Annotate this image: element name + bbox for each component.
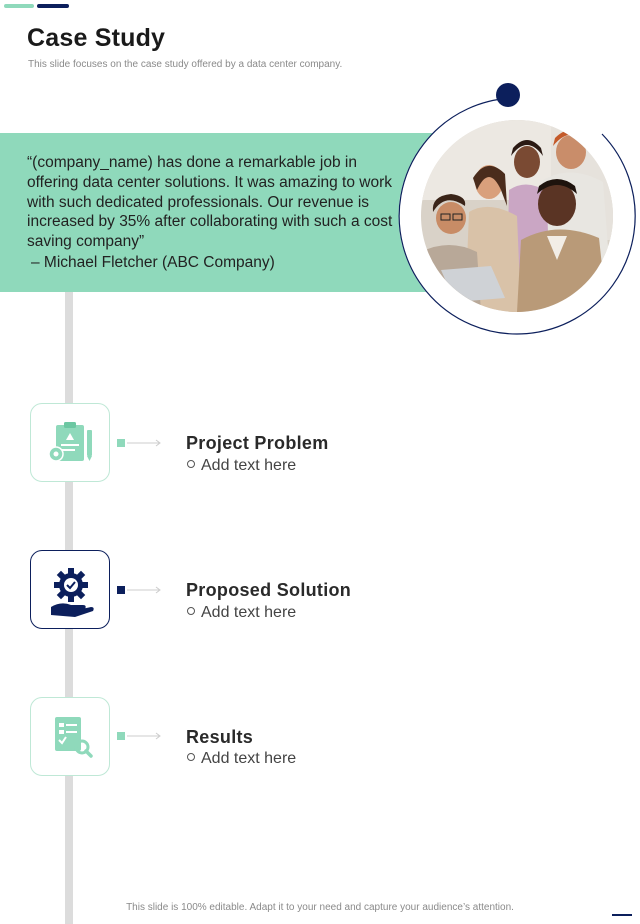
step-icon-box-project-problem	[30, 403, 110, 482]
team-photo	[421, 120, 613, 312]
step-arrow-results	[117, 732, 161, 740]
step-arrow-proposed-solution	[117, 586, 161, 594]
step-title-proposed-solution: Proposed Solution	[186, 580, 352, 600]
testimonial-author: – Michael Fletcher (ABC Company)	[31, 254, 275, 271]
step-title-results: Results	[186, 727, 254, 747]
top-accent-bar-green	[4, 4, 34, 8]
bullet-circle-icon	[187, 607, 195, 615]
hand-gear-check-icon	[51, 568, 94, 617]
page-subtitle: This slide focuses on the case study off…	[28, 59, 343, 70]
top-accent-bar-navy	[37, 4, 69, 8]
footer-note: This slide is 100% editable. Adapt it to…	[126, 902, 514, 913]
testimonial-quote: “(company_name) has done a remarkable jo…	[27, 154, 393, 251]
step-title-project-problem: Project Problem	[186, 433, 329, 453]
step-arrow-project-problem	[117, 439, 161, 447]
step-bullet-results: Add text here	[187, 750, 296, 768]
step-bullet-text: Add text here	[201, 457, 297, 474]
clipboard-alert-gear-icon	[48, 422, 92, 462]
bullet-circle-icon	[187, 753, 195, 761]
ring-dot	[496, 83, 520, 107]
step-bullet-project-problem: Add text here	[187, 457, 296, 475]
step-icon-box-proposed-solution	[30, 550, 110, 629]
report-magnifier-icon	[55, 717, 93, 758]
page-title: Case Study	[27, 24, 166, 52]
bullet-circle-icon	[187, 460, 195, 468]
step-bullet-proposed-solution: Add text here	[187, 604, 296, 622]
testimonial-band	[0, 133, 470, 292]
footer-accent-mark	[612, 914, 632, 916]
step-bullet-text: Add text here	[201, 604, 297, 621]
step-icon-box-results	[30, 697, 110, 776]
step-bullet-text: Add text here	[201, 750, 297, 767]
